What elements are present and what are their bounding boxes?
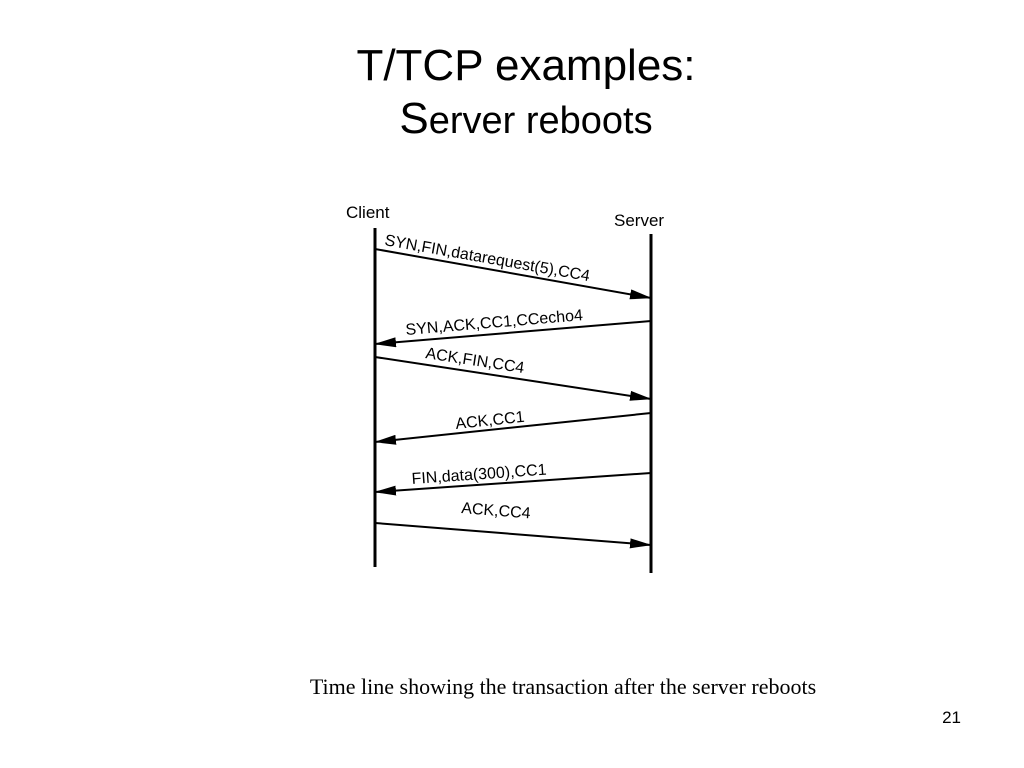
server-label: Server	[614, 211, 664, 230]
message-arrow	[374, 320, 652, 348]
message-arrow	[374, 522, 652, 549]
message-arrow	[374, 248, 652, 300]
message-label: ACK,CC4	[461, 500, 532, 522]
title-line-2-initial: S	[399, 94, 429, 143]
message-label: SYN,FIN,datarequest(5),CC4	[383, 232, 591, 285]
slide-title: T/TCP examples: Server reboots	[0, 38, 1024, 146]
figure-caption: Time line showing the transaction after …	[309, 674, 817, 699]
title-line-2-rest: erver reboots	[428, 100, 653, 142]
message-label: ACK,CC1	[455, 409, 526, 433]
page-number: 21	[942, 708, 961, 727]
title-line-1: T/TCP examples:	[356, 41, 696, 90]
message-arrow	[374, 412, 652, 445]
client-label: Client	[346, 203, 390, 222]
title-line-2: Server reboots	[0, 94, 1024, 146]
message-arrow	[374, 356, 652, 401]
message-arrow	[374, 472, 652, 496]
